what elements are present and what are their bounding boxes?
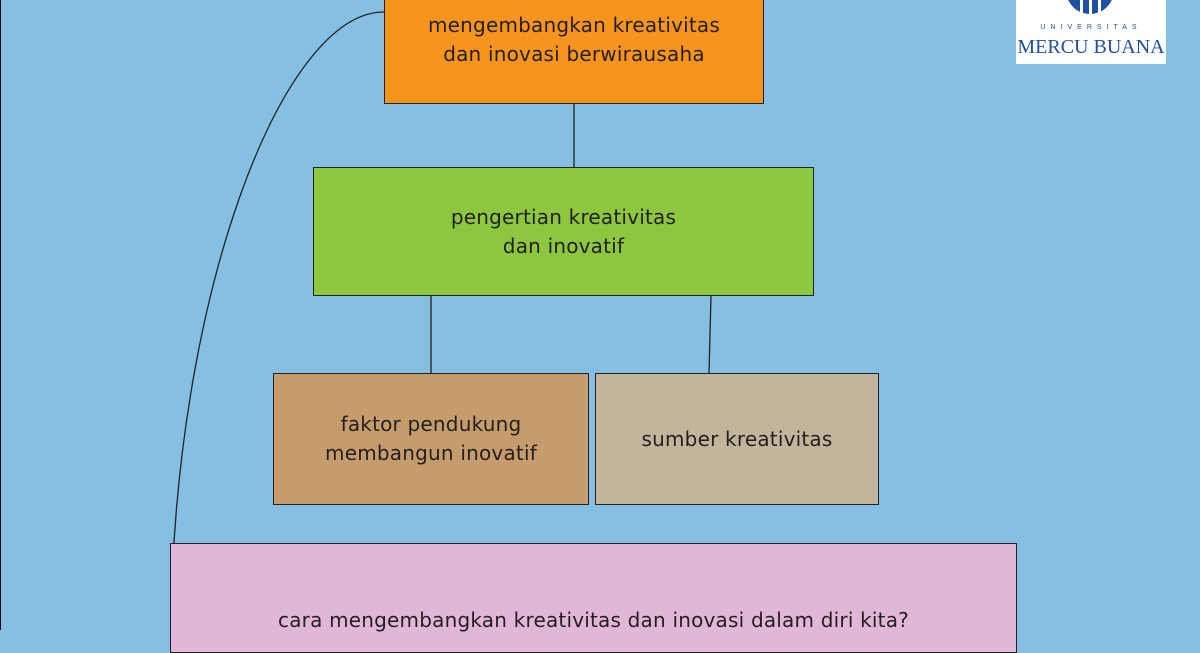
- node-faktor-pendukung: faktor pendukung membangun inovatif: [273, 373, 589, 505]
- connector-lines: [170, 11, 712, 630]
- diagram-canvas: mengembangkan kreativitas dan inovasi be…: [0, 0, 1166, 653]
- university-emblem-icon: [1068, 0, 1112, 18]
- connector-middle-to-right: [708, 295, 712, 374]
- node-top-label: mengembangkan kreativitas dan inovasi be…: [427, 13, 721, 66]
- node-middle-label: pengertian kreativitas dan inovatif: [450, 204, 677, 258]
- node-mengembangkan-kreativitas: mengembangkan kreativitas dan inovasi be…: [384, 0, 764, 104]
- university-logo: UNIVERSITAS MERCU BUANA: [1016, 0, 1166, 64]
- node-bottom-label: cara mengembangkan kreativitas dan inova…: [278, 608, 909, 632]
- connector-top-to-bottom-curve: [170, 11, 385, 630]
- logo-mercu-buana-text: MERCU BUANA: [1017, 36, 1165, 58]
- node-left-label: faktor pendukung membangun inovatif: [325, 412, 537, 465]
- logo-universitas-text: UNIVERSITAS: [1040, 24, 1142, 31]
- node-right-label: sumber kreativitas: [641, 426, 833, 451]
- node-cara-mengembangkan: cara mengembangkan kreativitas dan inova…: [170, 543, 1017, 653]
- node-sumber-kreativitas: sumber kreativitas: [595, 373, 879, 505]
- node-pengertian-kreativitas: pengertian kreativitas dan inovatif: [313, 167, 814, 296]
